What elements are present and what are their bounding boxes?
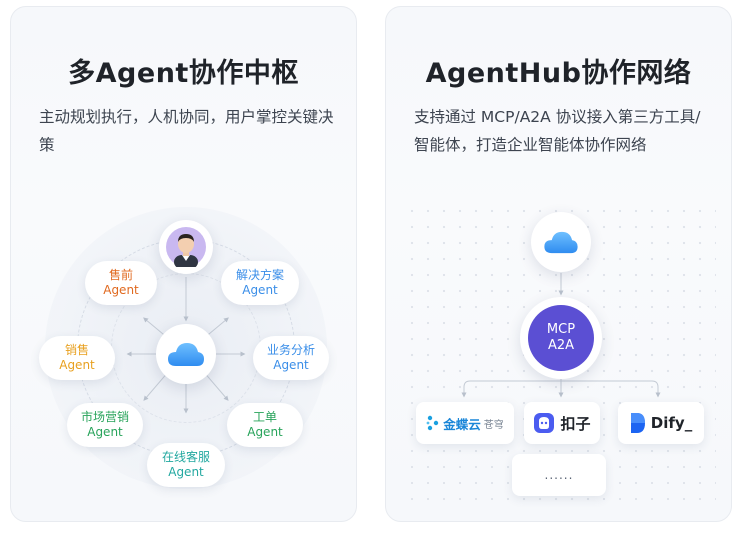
card-title: 多Agent协作中枢 <box>68 58 299 89</box>
agent-node-label: 解决方案 <box>235 268 284 282</box>
agent-node-label: 售前 <box>108 268 133 282</box>
integration-kingdee[interactable]: 金蝶云 苍穹 <box>416 402 514 444</box>
card-description: 主动规划执行，人机协同，用户掌控关键决策 <box>39 108 334 154</box>
agent-node-label: 工单 <box>252 410 277 424</box>
user-avatar <box>166 227 206 267</box>
card-title: AgentHub协作网络 <box>425 58 692 89</box>
integration-more[interactable]: ...... <box>512 454 606 496</box>
agent-node-type: Agent <box>168 465 204 479</box>
card-description: 支持通过 MCP/A2A 协议接入第三方工具/智能体，打造企业智能体协作网络 <box>414 108 701 154</box>
agenthub-cloud-node <box>531 212 591 272</box>
protocol-mcp-label: MCP <box>546 322 576 337</box>
agenthub-network-card: AgentHub协作网络 支持通过 MCP/A2A 协议接入第三方工具/智能体，… <box>385 6 732 522</box>
agent-node-presale[interactable]: 售前 Agent <box>85 261 157 305</box>
agent-node-label: 业务分析 <box>266 343 315 357</box>
cloud-icon <box>544 231 578 254</box>
more-integrations-label: ...... <box>544 468 574 482</box>
multi-agent-hub-card: 多Agent协作中枢 主动规划执行，人机协同，用户掌控关键决策 <box>10 6 357 522</box>
agent-node-type: Agent <box>247 425 283 439</box>
agent-node-type: Agent <box>103 283 139 297</box>
protocol-node: MCP A2A <box>520 297 602 379</box>
integration-label: 扣子 <box>560 414 591 433</box>
dify-icon <box>630 413 645 433</box>
agent-node-solution[interactable]: 解决方案 Agent <box>221 261 299 305</box>
agent-node-marketing[interactable]: 市场营销 Agent <box>67 403 143 447</box>
integration-label: 金蝶云 <box>443 416 481 432</box>
agent-node-service[interactable]: 在线客服 Agent <box>147 443 225 487</box>
agent-node-label: 销售 <box>64 343 89 357</box>
hub-center-node <box>156 324 216 384</box>
integration-coze[interactable]: 扣子 <box>524 402 600 444</box>
agent-node-sales[interactable]: 销售 Agent <box>39 336 115 380</box>
agent-node-ticket[interactable]: 工单 Agent <box>227 403 303 447</box>
agent-node-type: Agent <box>59 358 95 372</box>
agent-node-type: Agent <box>273 358 309 372</box>
cloud-icon <box>168 343 204 366</box>
kingdee-icon <box>426 415 439 431</box>
network-connectors <box>461 273 661 398</box>
agent-node-type: Agent <box>87 425 123 439</box>
integration-label: Dify_ <box>650 414 693 432</box>
protocol-badge: MCP A2A <box>528 305 594 371</box>
integration-dify[interactable]: Dify_ <box>618 402 704 444</box>
agent-node-analysis[interactable]: 业务分析 Agent <box>253 336 329 380</box>
integration-sublabel: 苍穹 <box>483 419 504 431</box>
agent-node-type: Agent <box>242 283 278 297</box>
protocol-a2a-label: A2A <box>547 338 575 353</box>
agent-node-label: 市场营销 <box>80 410 129 424</box>
agent-node-label: 在线客服 <box>161 450 210 464</box>
user-avatar-node <box>159 220 213 274</box>
coze-icon <box>534 413 555 433</box>
